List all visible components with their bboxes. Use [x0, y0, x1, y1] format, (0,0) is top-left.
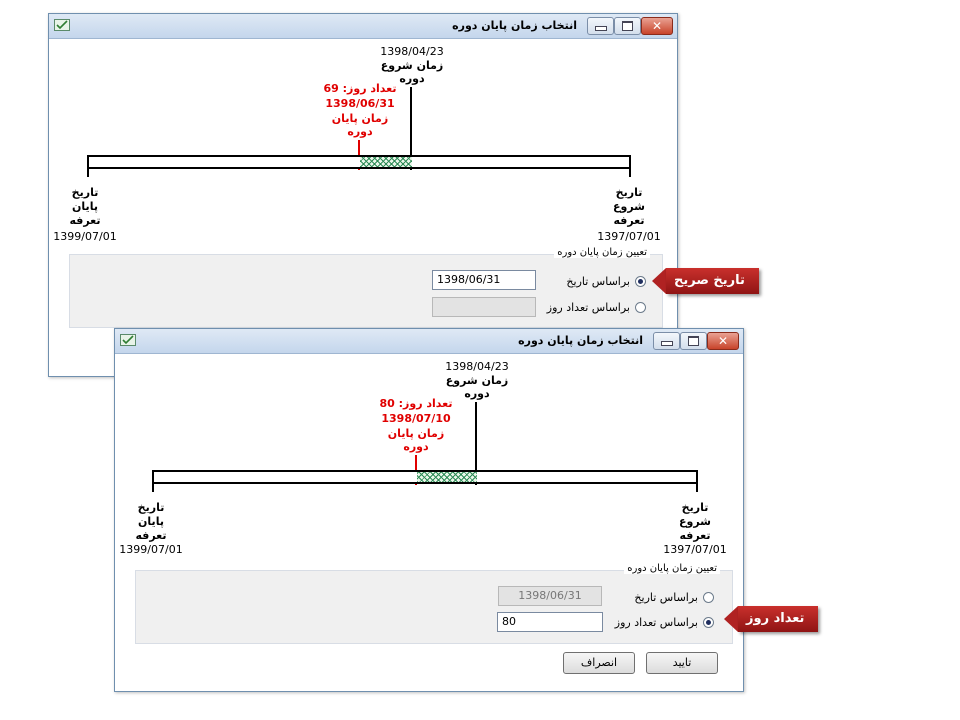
window-title: انتخاب زمان پایان دوره — [452, 19, 577, 32]
period-start-marker — [475, 402, 477, 485]
radio-by-date[interactable]: براساس تاریخ — [634, 591, 714, 604]
selected-period-hatch — [360, 155, 412, 169]
cancel-button[interactable]: انصراف — [563, 652, 635, 674]
tariff-start-date: 1397/07/01 — [663, 543, 727, 556]
tariff-end-caption-3: تعرفه — [135, 529, 167, 542]
tariff-start-caption-3: تعرفه — [613, 214, 645, 227]
radio-by-days-control[interactable] — [635, 302, 646, 313]
close-icon: ✕ — [651, 19, 663, 33]
callout-days-count-label: تعداد روز — [738, 606, 819, 632]
tariff-start-tick — [629, 169, 631, 177]
end-date-input[interactable]: 1398/06/31 — [432, 270, 536, 290]
period-end-caption-2: دوره — [403, 440, 429, 453]
tariff-start-tick — [696, 484, 698, 492]
ok-button[interactable]: تایید — [646, 652, 718, 674]
tariff-end-caption-2: پایان — [72, 200, 98, 213]
callout-exact-date: تاریخ صریح — [652, 268, 759, 294]
minimize-icon — [660, 341, 673, 346]
app-icon — [120, 334, 136, 346]
radio-by-days[interactable]: براساس تعداد روز — [615, 616, 714, 629]
tariff-start-caption-2: شروع — [612, 200, 646, 213]
tariff-end-caption-1: تاریخ — [71, 186, 99, 199]
tariff-start-caption-1: تاریخ — [681, 501, 709, 514]
radio-selected-dot — [706, 620, 711, 625]
period-start-caption-2: دوره — [399, 72, 425, 85]
dialog-window-days-count: انتخاب زمان پایان دوره ✕ 1398/04/23 زمان… — [114, 328, 744, 692]
title-bar[interactable]: انتخاب زمان پایان دوره ✕ — [115, 329, 743, 354]
period-end-caption-1: زمان پایان — [387, 427, 445, 440]
tariff-end-tick — [87, 169, 89, 177]
window-title: انتخاب زمان پایان دوره — [518, 334, 643, 347]
tariff-start-caption-1: تاریخ — [615, 186, 643, 199]
tariff-start-caption-2: شروع — [678, 515, 712, 528]
days-count-input[interactable]: 80 — [497, 612, 603, 632]
days-count-input[interactable] — [432, 297, 536, 317]
period-start-caption-1: زمان شروع — [445, 374, 509, 387]
period-start-date: 1398/04/23 — [380, 45, 444, 58]
period-end-date: 1398/07/10 — [381, 412, 451, 425]
radio-by-date-control[interactable] — [703, 592, 714, 603]
tariff-timeline-bar — [87, 155, 631, 169]
period-start-caption-1: زمان شروع — [380, 59, 444, 72]
end-time-group: تعیین زمان پایان دوره براساس تاریخ براسا… — [69, 247, 663, 328]
minimize-button[interactable] — [653, 332, 680, 350]
days-count-label: تعداد روز: 80 — [379, 397, 453, 410]
radio-by-days-control[interactable] — [703, 617, 714, 628]
title-bar[interactable]: انتخاب زمان پایان دوره ✕ — [49, 14, 677, 39]
callout-arrow-icon — [652, 268, 666, 294]
period-end-caption-2: دوره — [347, 125, 373, 138]
end-time-group: تعیین زمان پایان دوره براساس تاریخ براسا… — [135, 563, 733, 644]
radio-by-date[interactable]: براساس تاریخ — [566, 275, 646, 288]
app-icon — [54, 19, 70, 31]
radio-selected-dot — [638, 279, 643, 284]
tariff-end-date: 1399/07/01 — [53, 230, 117, 243]
selected-period-hatch — [417, 470, 477, 484]
maximize-button[interactable] — [680, 332, 707, 350]
radio-by-date-control[interactable] — [635, 276, 646, 287]
days-count-label: تعداد روز: 69 — [323, 82, 397, 95]
close-button[interactable]: ✕ — [641, 17, 673, 35]
end-date-input[interactable]: 1398/06/31 — [498, 586, 602, 606]
radio-by-days-label: براساس تعداد روز — [614, 616, 698, 629]
minimize-button[interactable] — [587, 17, 614, 35]
maximize-button[interactable] — [614, 17, 641, 35]
group-title: تعیین زمان پایان دوره — [554, 247, 650, 258]
close-icon: ✕ — [717, 334, 729, 348]
radio-by-date-label: براساس تاریخ — [566, 275, 630, 288]
radio-by-days[interactable]: براساس تعداد روز — [547, 301, 646, 314]
tariff-start-date: 1397/07/01 — [597, 230, 661, 243]
maximize-icon — [622, 21, 633, 31]
period-end-caption-1: زمان پایان — [331, 112, 389, 125]
maximize-icon — [688, 336, 699, 346]
period-start-marker — [410, 87, 412, 170]
callout-days-count: تعداد روز — [724, 606, 819, 632]
tariff-end-caption-1: تاریخ — [137, 501, 165, 514]
tariff-end-date: 1399/07/01 — [119, 543, 183, 556]
callout-arrow-icon — [724, 606, 738, 632]
dialog-window-exact-date: انتخاب زمان پایان دوره ✕ 1398/04/23 زمان… — [48, 13, 678, 377]
tariff-end-tick — [152, 484, 154, 492]
tariff-end-caption-3: تعرفه — [69, 214, 101, 227]
callout-exact-date-label: تاریخ صریح — [666, 268, 759, 294]
radio-by-days-label: براساس تعداد روز — [546, 301, 630, 314]
minimize-icon — [594, 26, 607, 31]
close-button[interactable]: ✕ — [707, 332, 739, 350]
radio-by-date-label: براساس تاریخ — [634, 591, 698, 604]
tariff-end-caption-2: پایان — [138, 515, 164, 528]
period-start-date: 1398/04/23 — [445, 360, 509, 373]
group-title: تعیین زمان پایان دوره — [624, 563, 720, 574]
period-start-caption-2: دوره — [464, 387, 490, 400]
tariff-start-caption-3: تعرفه — [679, 529, 711, 542]
period-end-date: 1398/06/31 — [325, 97, 395, 110]
